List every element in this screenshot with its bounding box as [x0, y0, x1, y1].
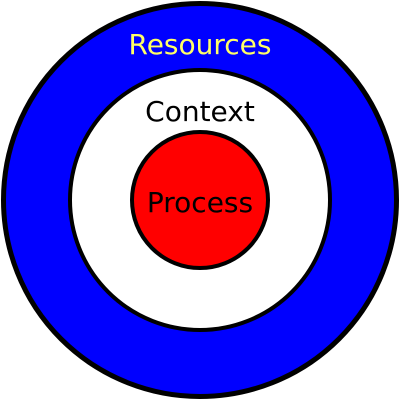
context-label: Context: [145, 95, 255, 128]
process-label: Process: [147, 186, 253, 219]
process-circle: [130, 130, 270, 270]
resources-label: Resources: [129, 28, 272, 61]
